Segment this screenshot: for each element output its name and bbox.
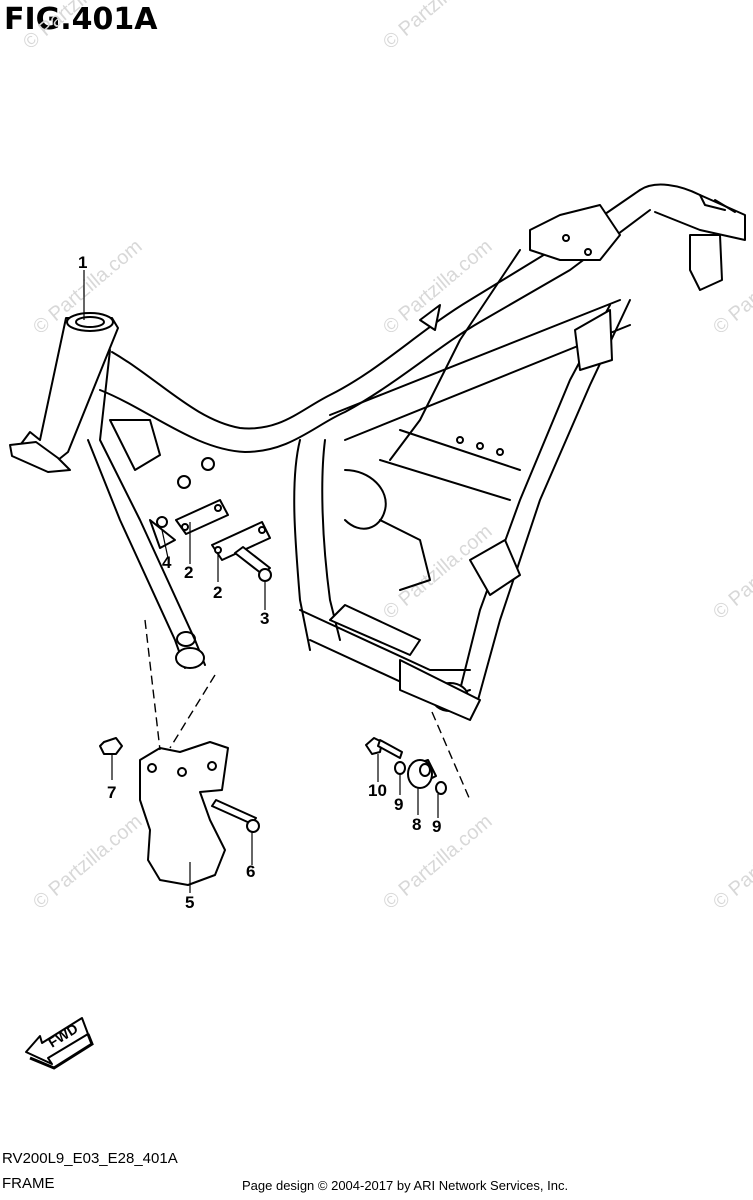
watermark: © Partzilla.com [709, 520, 753, 623]
callout-9: 9 [432, 817, 441, 836]
front-guard-plate [99, 737, 260, 886]
callout-5: 5 [185, 893, 194, 912]
reference-lines [144, 619, 471, 801]
main-frame [9, 183, 746, 721]
figure-title: FIG.401A [4, 2, 158, 37]
callout-labels: 1 4 2 2 3 7 6 5 10 9 8 9 [78, 253, 441, 912]
callout-6: 6 [246, 862, 255, 881]
callout-9: 9 [394, 795, 403, 814]
callout-3: 3 [260, 609, 269, 628]
watermark: © Partzilla.com [709, 810, 753, 913]
callout-4: 4 [162, 553, 172, 572]
page-credit: Page design © 2004-2017 by ARI Network S… [242, 1178, 569, 1193]
section-label: FRAME [2, 1175, 55, 1192]
callout-10: 10 [368, 781, 387, 800]
callout-1: 1 [78, 253, 87, 272]
rear-mount-parts [365, 737, 447, 795]
callout-2: 2 [184, 563, 193, 582]
callout-7: 7 [107, 783, 116, 802]
callout-2: 2 [213, 583, 222, 602]
leader-lines [83, 270, 439, 893]
figure-code: RV200L9_E03_E28_401A [2, 1150, 178, 1167]
watermark: © Partzilla.com [19, 0, 136, 54]
watermark: © Partzilla.com [29, 810, 146, 913]
forward-arrow-icon: FWD [25, 1017, 94, 1070]
callout-8: 8 [412, 815, 421, 834]
watermark: © Partzilla.com [379, 0, 496, 54]
